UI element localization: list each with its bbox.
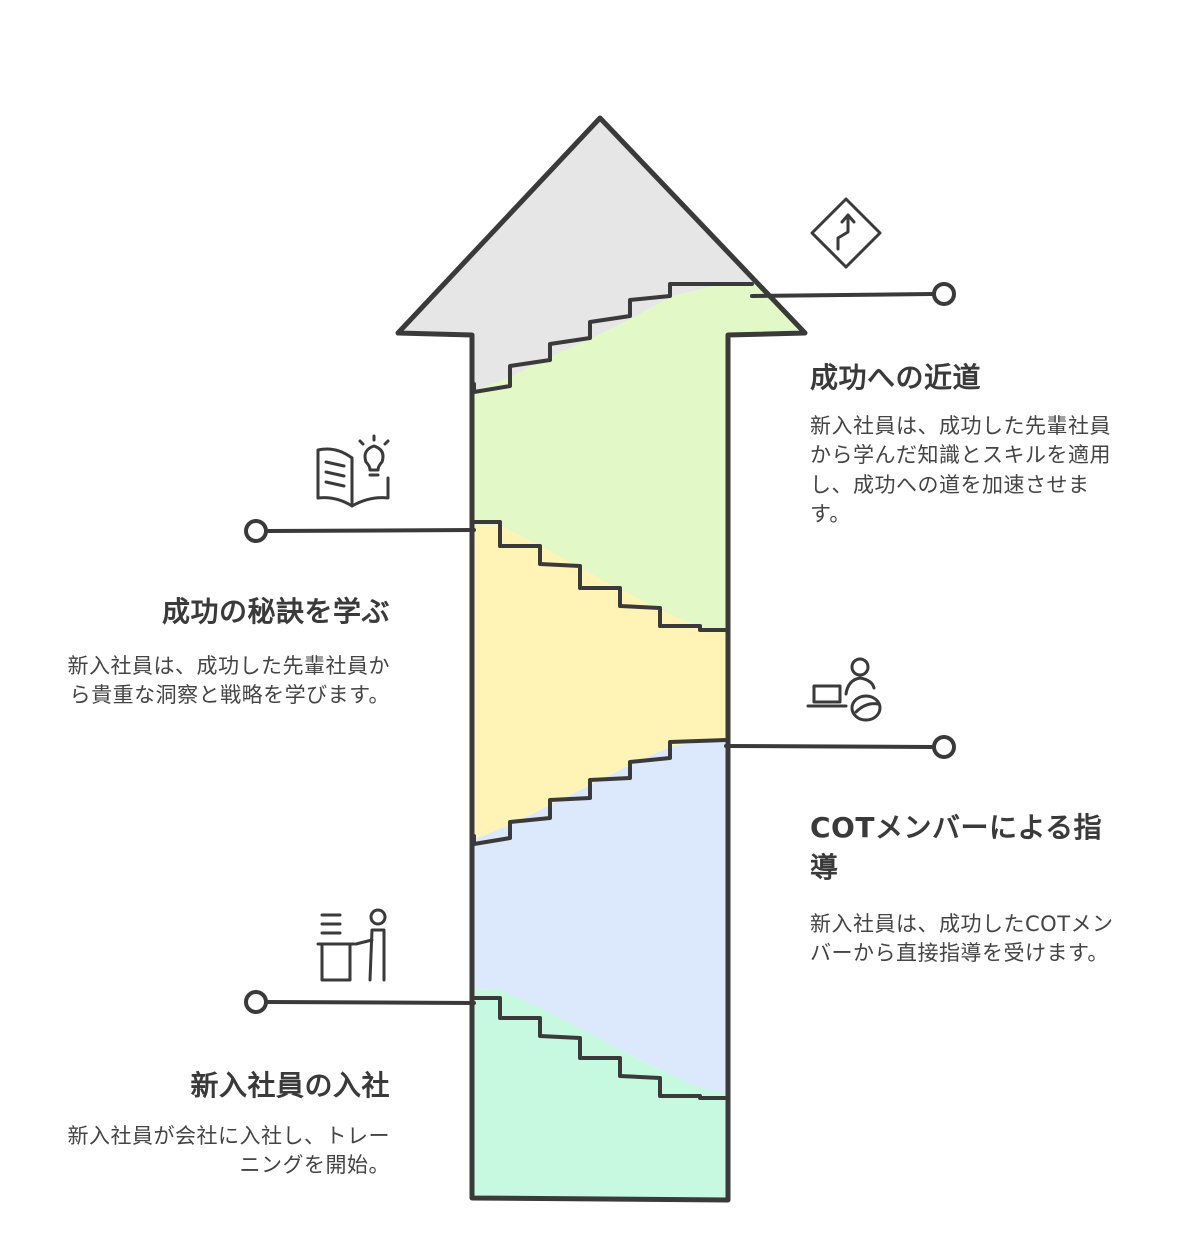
winding-road-sign-icon bbox=[810, 197, 882, 269]
step-secrets-title: 成功の秘訣を学ぶ bbox=[161, 595, 390, 628]
step-secrets-description: 新入社員は、成功した先輩社員から貴重な洞察と戦略を学びます。 bbox=[67, 653, 390, 708]
connector-cot-dot bbox=[932, 735, 956, 759]
arrow-fill bbox=[398, 118, 805, 1198]
connector-join bbox=[266, 1000, 476, 1005]
step-secrets: 成功の秘訣を学ぶ 新入社員は、成功した先輩社員から貴重な洞察と戦略を学びます。 bbox=[60, 592, 390, 711]
connector-success-dot bbox=[932, 282, 956, 306]
step-join-title: 新入社員の入社 bbox=[190, 1069, 390, 1102]
book-lightbulb-icon bbox=[316, 434, 390, 508]
stairs-middle bbox=[472, 738, 728, 846]
connector-join-dot bbox=[244, 990, 268, 1014]
connector-secrets-dot bbox=[244, 519, 268, 543]
step-success: 成功への近道 新入社員は、成功した先輩社員から学んだ知識とスキルを適用し、成功へ… bbox=[810, 358, 1120, 529]
arrow-outline bbox=[395, 115, 808, 1203]
stage-secrets-fill bbox=[398, 520, 805, 846]
stairs-lower bbox=[472, 996, 728, 1100]
step-cot: COTメンバーによる指導 新入社員は、成功したCOTメンバーから直接指導を受けま… bbox=[810, 808, 1120, 968]
stairs-top bbox=[472, 282, 754, 394]
stage-join-fill bbox=[398, 984, 805, 1198]
step-success-title: 成功への近道 bbox=[810, 361, 982, 394]
staircase-lines bbox=[472, 282, 754, 1100]
stage-success-fill bbox=[398, 282, 805, 640]
stage-cot-fill bbox=[398, 738, 805, 1100]
step-join-description: 新入社員が会社に入社し、トレーニングを開始。 bbox=[67, 1123, 390, 1178]
step-success-description: 新入社員は、成功した先輩社員から学んだ知識とスキルを適用し、成功への道を加速させ… bbox=[810, 413, 1111, 526]
step-join: 新入社員の入社 新入社員が会社に入社し、トレーニングを開始。 bbox=[60, 1066, 390, 1181]
person-at-podium-icon bbox=[316, 908, 387, 982]
connector-cot bbox=[724, 744, 934, 749]
step-cot-title: COTメンバーによる指導 bbox=[810, 811, 1103, 884]
connectors bbox=[244, 282, 956, 1014]
mentor-laptop-icon bbox=[806, 657, 882, 722]
connector-success bbox=[750, 292, 934, 298]
stairs-upper bbox=[472, 520, 728, 632]
step-cot-description: 新入社員は、成功したCOTメンバーから直接指導を受けます。 bbox=[810, 911, 1114, 965]
connector-secrets bbox=[266, 528, 476, 533]
